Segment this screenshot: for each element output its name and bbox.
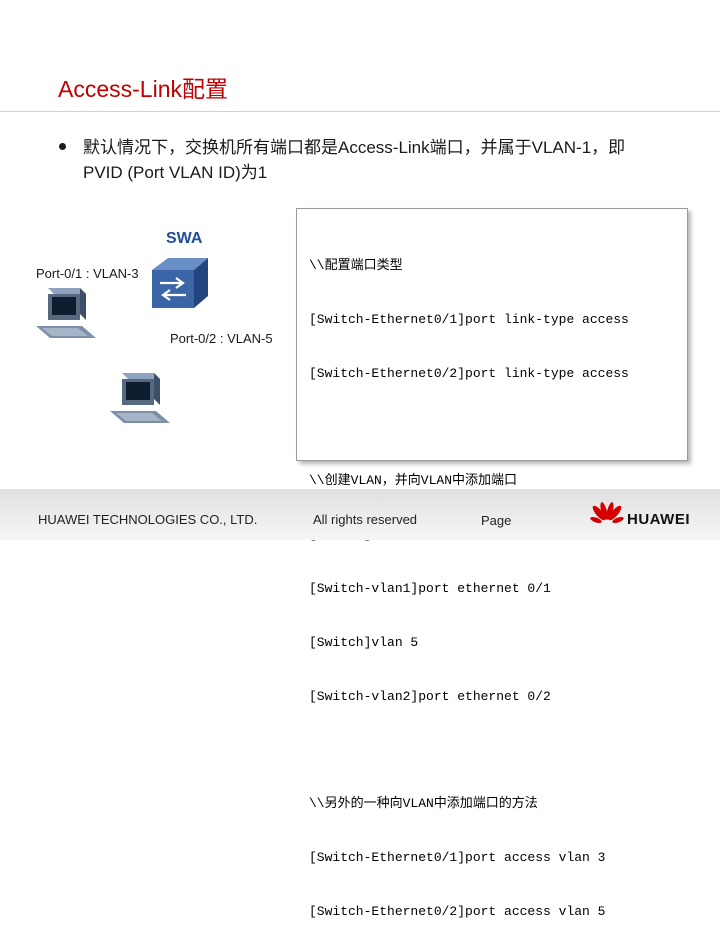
code-line: [Switch-vlan1]port ethernet 0/1 [309, 580, 687, 598]
code-line: [Switch-Ethernet0/1]port link-type acces… [309, 311, 687, 329]
slide-title: Access-Link配置 [58, 70, 228, 104]
bullet-dot [59, 143, 66, 150]
footer-page: Page [481, 513, 511, 528]
code-line: \\创建VLAN，并向VLAN中添加端口 [309, 472, 687, 490]
code-line: [Switch]vlan 5 [309, 634, 687, 652]
code-line: [Switch-vlan2]port ethernet 0/2 [309, 688, 687, 706]
code-spacer [309, 742, 687, 759]
bullet-text: 默认情况下，交换机所有端口都是Access-Link端口，并属于VLAN-1，即… [83, 135, 643, 185]
code-spacer [309, 419, 687, 436]
code-line: [Switch-Ethernet0/1]port access vlan 3 [309, 849, 687, 867]
huawei-logo-icon [590, 501, 624, 527]
port2-label: Port-0/2 : VLAN-5 [170, 331, 273, 346]
computer-icon [108, 371, 180, 427]
config-code-box: \\配置端口类型 [Switch-Ethernet0/1]port link-t… [296, 208, 688, 461]
computer-icon [34, 286, 106, 342]
huawei-logo-text: HUAWEI [627, 511, 690, 528]
code-line: [Switch-Ethernet0/2]port access vlan 5 [309, 903, 687, 921]
title-divider [0, 111, 720, 112]
switch-label: SWA [166, 230, 202, 248]
code-line: \\另外的一种向VLAN中添加端口的方法 [309, 795, 687, 813]
footer-company: HUAWEI TECHNOLOGIES CO., LTD. [38, 512, 257, 527]
port1-label: Port-0/1 : VLAN-3 [36, 266, 139, 281]
code-line: [Switch-Ethernet0/2]port link-type acces… [309, 365, 687, 383]
switch-icon [146, 256, 212, 312]
code-line: \\配置端口类型 [309, 257, 687, 275]
footer-rights: All rights reserved [313, 512, 417, 527]
